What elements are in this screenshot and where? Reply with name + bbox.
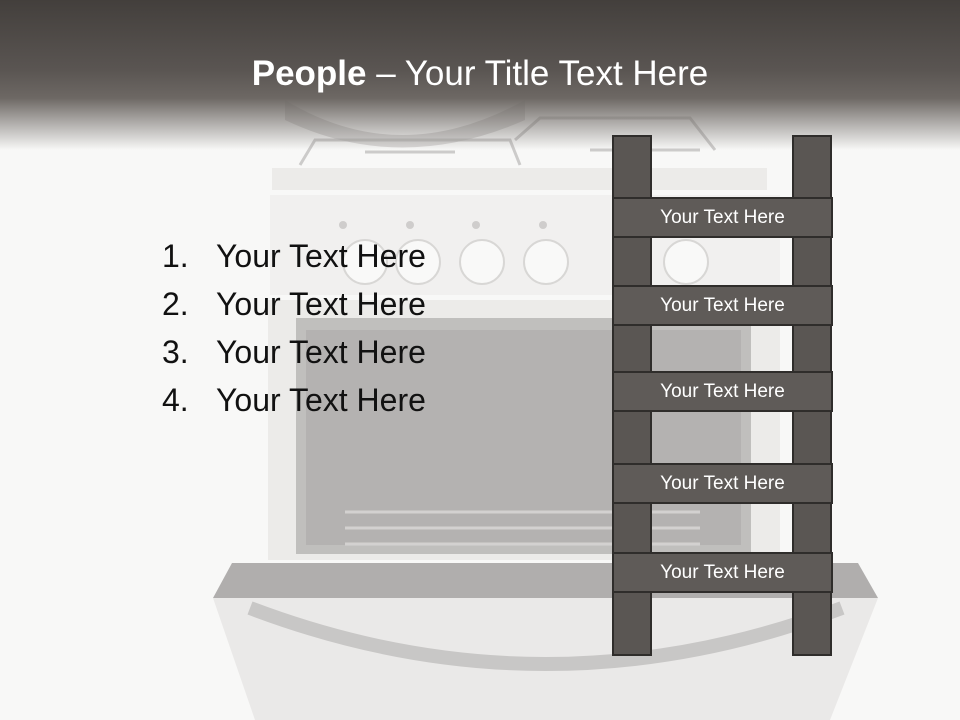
list-text: Your Text Here	[216, 286, 426, 322]
list-item: 4. Your Text Here	[162, 376, 426, 424]
ladder-rung: Your Text Here	[612, 552, 833, 593]
ladder-rung: Your Text Here	[612, 197, 833, 238]
title-rest: – Your Title Text Here	[366, 54, 709, 93]
list-number: 1.	[162, 238, 189, 274]
list-item: 1. Your Text Here	[162, 232, 426, 280]
list-number: 3.	[162, 334, 189, 370]
list-item: 3. Your Text Here	[162, 328, 426, 376]
title-band	[0, 0, 960, 150]
title-strong: People	[251, 54, 367, 93]
ladder-rung: Your Text Here	[612, 371, 833, 412]
list-text: Your Text Here	[216, 334, 426, 370]
list-number: 4.	[162, 382, 189, 418]
slide-title: People – Your Title Text Here	[0, 52, 960, 96]
numbered-list: 1. Your Text Here 2. Your Text Here 3. Y…	[162, 232, 426, 424]
ladder-rung: Your Text Here	[612, 285, 833, 326]
list-number: 2.	[162, 286, 189, 322]
list-text: Your Text Here	[216, 382, 426, 418]
ladder-rung: Your Text Here	[612, 463, 833, 504]
list-item: 2. Your Text Here	[162, 280, 426, 328]
list-text: Your Text Here	[216, 238, 426, 274]
